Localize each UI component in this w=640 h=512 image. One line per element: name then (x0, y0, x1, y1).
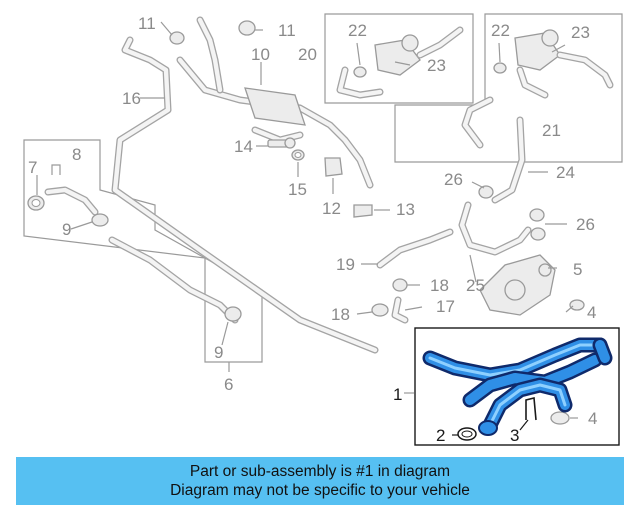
callout-4-lower: 4 (588, 409, 597, 428)
callout-12: 12 (322, 199, 341, 218)
clip-3 (525, 396, 537, 421)
o-ring-2 (457, 427, 477, 441)
callout-10: 10 (251, 45, 270, 64)
clamp-11-right (238, 20, 256, 36)
clamp-13 (353, 204, 373, 218)
callout-17: 17 (436, 297, 455, 316)
coolant-hose-assembly-1 (422, 337, 613, 436)
callout-7: 7 (28, 158, 37, 177)
callout-14: 14 (234, 137, 253, 156)
long-coolant-tube (111, 36, 379, 354)
callout-9-lower: 9 (214, 343, 223, 362)
group-box-20 (324, 13, 474, 104)
callout-18-lower: 18 (331, 305, 350, 324)
pipe-24 (491, 116, 526, 204)
callout-9-upper: 9 (62, 220, 71, 239)
hose-25 (458, 201, 532, 256)
hose-left-lower (108, 236, 239, 324)
callout-20: 20 (298, 45, 317, 64)
callout-11-left: 11 (138, 14, 156, 33)
callout-2: 2 (436, 426, 445, 445)
callout-19: 19 (336, 255, 355, 274)
clamp-26-c (530, 227, 546, 241)
callout-22-right: 22 (491, 21, 510, 40)
leader-lines (36, 21, 578, 436)
callout-22-left: 22 (348, 21, 367, 40)
callout-6: 6 (224, 375, 233, 394)
clamp-9-upper (91, 213, 109, 227)
thermostat-housing-21 (461, 29, 614, 149)
thermostat-housing-20 (336, 26, 464, 99)
callout-26-left: 26 (444, 170, 463, 189)
group-box-1 (414, 327, 620, 446)
hose-17 (391, 296, 409, 324)
clamp-9-lower (224, 306, 242, 322)
clamp-4-lower (550, 411, 570, 425)
clamp-18-b (371, 303, 389, 317)
parts-diagram: 1 2 3 4 4 5 6 7 8 9 9 10 11 11 12 13 14 … (23, 13, 623, 446)
o-ring-15 (291, 149, 305, 161)
callout-25: 25 (466, 276, 485, 295)
clamp-11-left (169, 31, 185, 45)
clamp-26-a (478, 185, 494, 199)
callout-15: 15 (288, 180, 307, 199)
callout-1: 1 (393, 385, 402, 404)
hose-19 (376, 228, 454, 269)
clamp-26-b (529, 208, 545, 222)
info-banner: Part or sub-assembly is #1 in diagram Di… (16, 457, 624, 505)
clip-8 (51, 164, 61, 175)
banner-line-2: Diagram may not be specific to your vehi… (170, 482, 470, 499)
callout-3: 3 (510, 426, 519, 445)
callout-13: 13 (396, 200, 415, 219)
clamp-4-upper (569, 299, 585, 311)
callout-11-right: 11 (278, 21, 296, 40)
clamp-12 (324, 157, 343, 177)
callout-18-upper: 18 (430, 276, 449, 295)
callout-26-right: 26 (576, 215, 595, 234)
o-ring-7 (27, 195, 45, 211)
callout-23-right: 23 (571, 23, 590, 42)
callout-21: 21 (542, 121, 561, 140)
banner-line-1: Part or sub-assembly is #1 in diagram (189, 463, 451, 480)
callout-23-left: 23 (427, 56, 446, 75)
callout-4-upper: 4 (587, 303, 596, 322)
hose-left-upper (44, 186, 99, 216)
clamp-18-a (392, 278, 408, 292)
callout-5: 5 (573, 260, 582, 279)
callout-8: 8 (72, 145, 81, 164)
water-pump-5 (479, 254, 556, 316)
callout-16: 16 (122, 89, 141, 108)
bolt-14 (267, 137, 296, 149)
callout-24: 24 (556, 163, 575, 182)
